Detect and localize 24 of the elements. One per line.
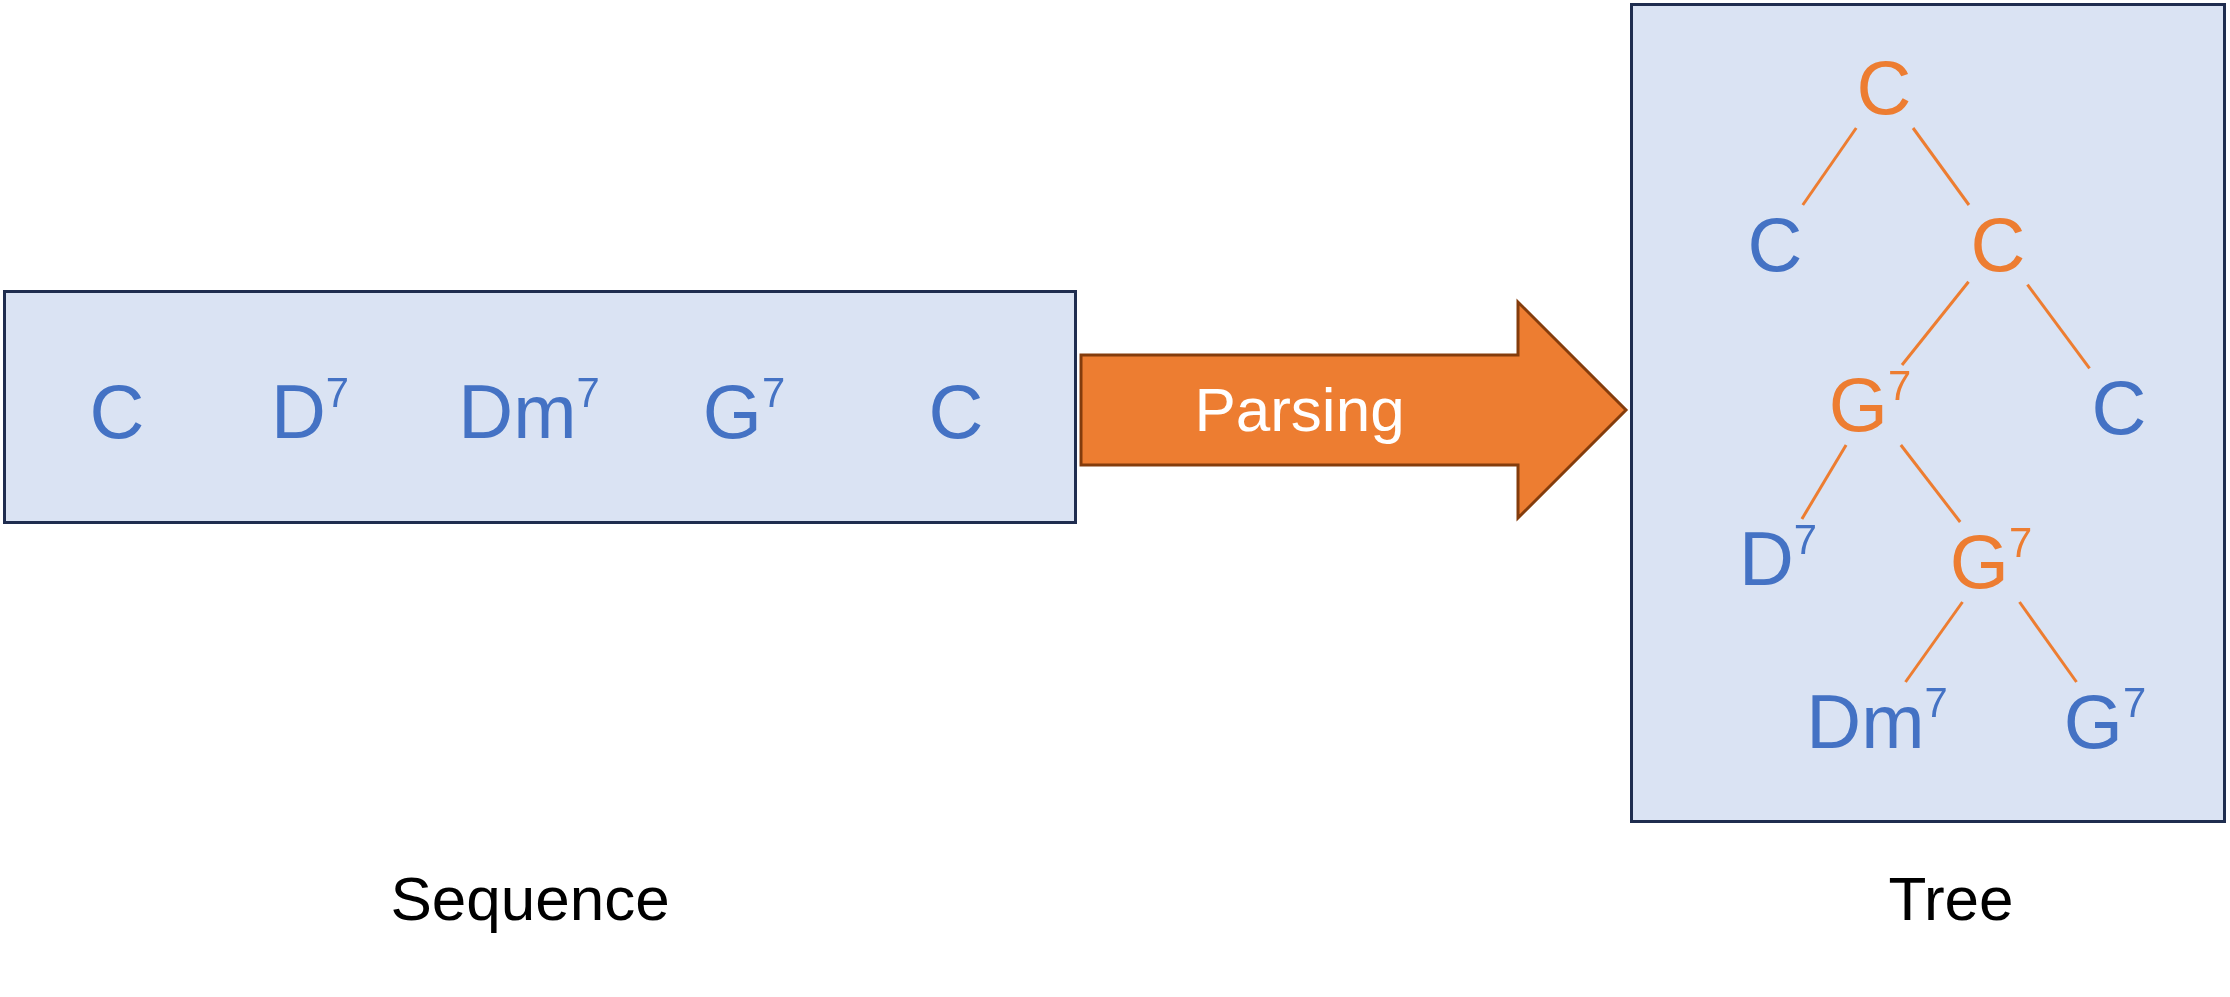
chord-symbol: G$^{7}$ <box>1949 524 2033 600</box>
chord-symbol: G$^{7}$ <box>2063 684 2147 760</box>
chord-symbol: G$^{7}$ <box>1828 367 1912 443</box>
chord-symbol: C <box>2091 370 2147 446</box>
block-arrow <box>1079 298 1629 522</box>
chord-symbol: Dm$^{7}$ <box>1806 684 1948 760</box>
tree-branch-line <box>1899 444 1962 523</box>
tree-branch-line <box>1900 280 1970 366</box>
tree-branch-line <box>2018 601 2078 683</box>
chord-symbol: C <box>89 374 145 450</box>
tree-branch-line <box>1801 127 1858 206</box>
chord-symbol: C <box>1856 50 1912 126</box>
tree-branch-line <box>1911 127 1971 206</box>
tree-branch-line <box>1800 444 1848 520</box>
chord-symbol: C <box>1970 207 2026 283</box>
chord-symbol: D$^{7}$ <box>270 374 350 450</box>
chord-symbol: D$^{7}$ <box>1738 521 1818 597</box>
tree-branch-line <box>1904 601 1964 683</box>
chord-symbol: C <box>1747 207 1803 283</box>
chord-symbol: G$^{7}$ <box>702 374 786 450</box>
caption-text: Tree <box>1888 868 2014 930</box>
chord-symbol: C <box>928 374 984 450</box>
tree-branch-line <box>2026 283 2091 370</box>
chord-symbol: Dm$^{7}$ <box>458 374 600 450</box>
